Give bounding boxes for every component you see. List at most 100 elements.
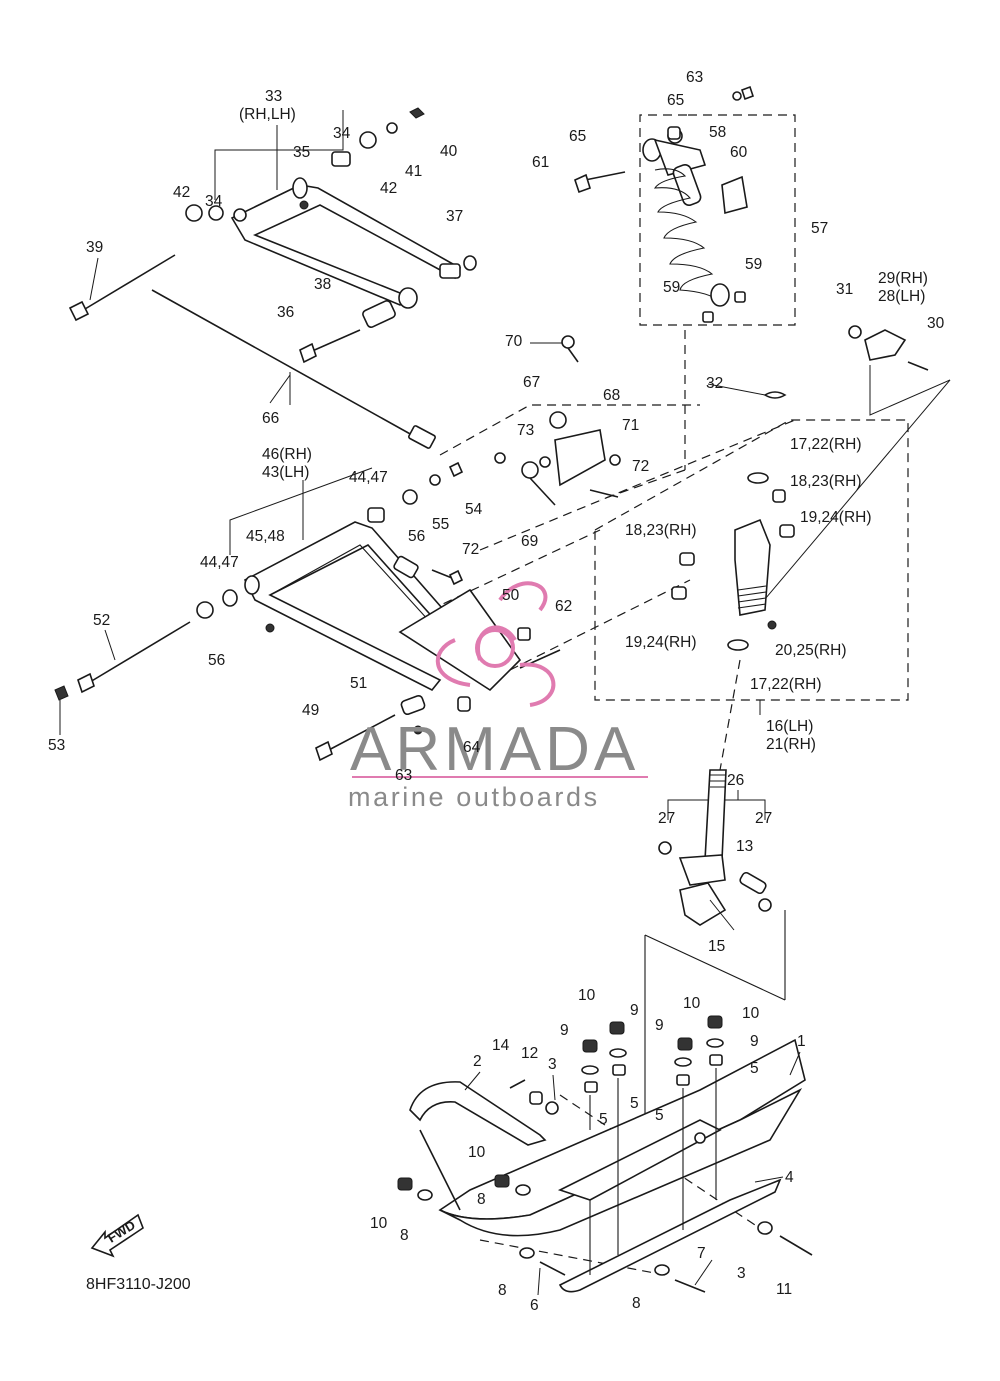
label-65b: 65 [569,128,586,145]
label-5d: 5 [750,1060,759,1077]
label-6: 6 [530,1297,539,1314]
label-13: 13 [736,838,753,855]
ski-column [658,769,772,926]
label-21: 21(RH) [766,736,816,753]
label-68: 68 [603,387,620,404]
label-56b: 56 [208,652,225,669]
label-8d: 8 [632,1295,641,1312]
label-61: 61 [532,154,549,171]
label-59b: 59 [663,279,680,296]
label-58: 58 [709,124,726,141]
label-44a: 44,47 [349,469,388,486]
label-1: 1 [797,1033,806,1050]
label-14: 14 [492,1037,510,1054]
label-72b: 72 [462,541,479,558]
armada-logo-icon [435,581,556,707]
label-30: 30 [927,315,945,332]
label-42a: 42 [380,180,397,197]
label-55: 55 [432,516,449,533]
label-17a: 17,22(RH) [790,436,862,453]
label-10b: 10 [683,995,701,1012]
label-62: 62 [555,598,572,615]
label-39: 39 [86,239,103,256]
label-34a: 34 [333,125,351,142]
label-64: 64 [463,739,481,756]
label-41: 41 [405,163,422,180]
label-10c: 10 [742,1005,760,1022]
label-4: 4 [785,1169,794,1186]
label-33: 33 [265,88,282,105]
label-8a: 8 [477,1191,486,1208]
label-52: 52 [93,612,110,629]
label-17b: 17,22(RH) [750,676,822,693]
upper-a-arm [185,107,477,328]
label-18b: 18,23(RH) [625,522,697,539]
stabilizer-link [431,335,621,641]
part-labels: 1 2 3 3 4 5 5 5 5 6 7 8 8 8 8 9 9 9 9 10… [48,69,945,1314]
label-32: 32 [706,375,723,392]
label-44b: 44,47 [200,554,239,571]
label-20: 20,25(RH) [775,642,847,659]
label-28: 28(LH) [878,288,925,305]
label-43: 43(LH) [262,464,309,481]
label-5b: 5 [630,1095,639,1112]
label-9a: 9 [560,1022,569,1039]
label-12: 12 [521,1045,538,1062]
label-66: 66 [262,410,279,427]
label-42b: 42 [173,184,190,201]
fwd-arrow-icon: FWD [90,1213,144,1258]
label-60: 60 [730,144,748,161]
label-11: 11 [776,1281,792,1298]
ski [409,1038,806,1293]
label-69: 69 [521,533,538,550]
label-50: 50 [502,587,520,604]
label-5a: 5 [599,1111,608,1128]
label-54: 54 [465,501,483,518]
watermark: ARMADA marine outboards [348,581,648,812]
label-8c: 8 [498,1282,507,1299]
label-27a: 27 [658,810,675,827]
label-15: 15 [708,938,725,955]
label-5c: 5 [655,1107,664,1124]
label-70: 70 [505,333,523,350]
dashed-group-frames [594,114,909,1140]
label-63a: 63 [686,69,703,86]
label-51: 51 [350,675,367,692]
label-16: 16(LH) [766,718,813,735]
label-35: 35 [293,144,310,161]
watermark-brand: ARMADA [350,715,639,784]
label-37: 37 [446,208,463,225]
label-49: 49 [302,702,319,719]
label-19b: 19,24(RH) [625,634,697,651]
label-59a: 59 [745,256,762,273]
label-2: 2 [473,1053,482,1070]
label-45: 45,48 [246,528,285,545]
label-33-sub: (RH,LH) [239,106,296,123]
label-leaders [59,257,801,1296]
label-18a: 18,23(RH) [790,473,862,490]
label-56a: 56 [408,528,425,545]
label-29: 29(RH) [878,270,928,287]
label-10d: 10 [468,1144,486,1161]
label-10a: 10 [578,987,596,1004]
label-71: 71 [622,417,639,434]
label-3a: 3 [548,1056,557,1073]
label-7: 7 [697,1245,706,1262]
label-34b: 34 [205,193,223,210]
label-9d: 9 [750,1033,759,1050]
label-26: 26 [727,772,744,789]
label-67: 67 [523,374,540,391]
label-31: 31 [836,281,853,298]
label-36: 36 [277,304,294,321]
shock-absorber [642,85,755,323]
label-40: 40 [440,143,458,160]
label-9b: 9 [630,1002,639,1019]
diagram-code: 8HF3110-J200 [86,1276,191,1293]
label-8b: 8 [400,1227,409,1244]
label-57: 57 [811,220,828,237]
watermark-tagline: marine outboards [348,782,600,812]
lower-a-arm [196,461,522,735]
label-73: 73 [517,422,534,439]
label-19a: 19,24(RH) [800,509,872,526]
